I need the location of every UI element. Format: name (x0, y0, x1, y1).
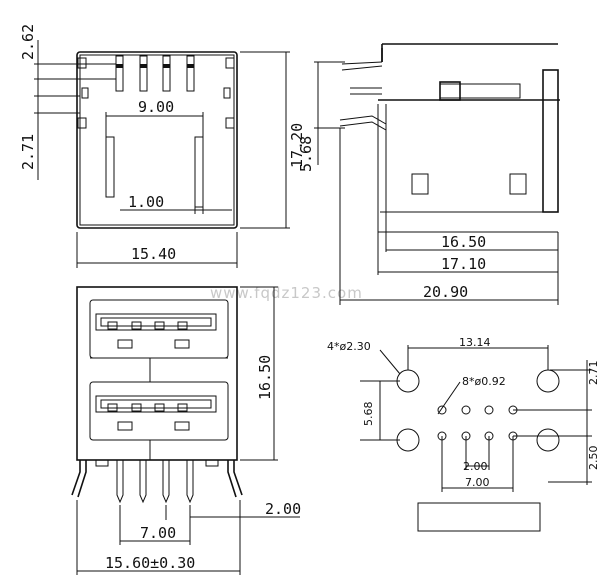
dim-side: 2.71 (19, 134, 37, 170)
mount-hole (536, 428, 560, 452)
side-view: 5.68 16.50 17.10 20.90 (297, 43, 560, 305)
dim-height: 5.68 (297, 136, 315, 172)
dim-pitch: 2.00 (463, 460, 488, 473)
dim-left: 5.68 (362, 402, 375, 427)
top-view-inner (79, 54, 235, 226)
label-small-holes: 8*ø0.92 (462, 375, 506, 388)
dim-width: 15.40 (131, 245, 176, 263)
mount-hole (396, 428, 420, 452)
label-big-holes: 4*ø2.30 (327, 340, 371, 353)
dim-inner-width: 9.00 (138, 98, 174, 116)
dim-pin-span: 7.00 (140, 524, 176, 542)
front-view-body (76, 286, 238, 461)
footprint-outline (417, 502, 541, 532)
watermark: www.fqdz123.com (210, 284, 363, 302)
top-view: 9.00 1.00 15.40 17.20 2.62 2.71 (19, 24, 306, 268)
dim-width: 13.14 (459, 336, 491, 349)
footprint: 13.14 5.68 4*ø2.30 8*ø0.92 2.71 2.50 2.0… (327, 336, 600, 532)
dim-b: 17.10 (441, 255, 486, 273)
top-view-body (76, 51, 238, 229)
dim-height: 16.50 (256, 355, 274, 400)
dim-right-top: 2.71 (587, 361, 600, 386)
dim-pin: 1.00 (128, 193, 164, 211)
mount-hole (396, 369, 420, 393)
dim-span: 7.00 (465, 476, 490, 489)
dim-width: 15.60±0.30 (105, 554, 195, 572)
side-latch (439, 83, 521, 99)
dim-top: 2.62 (19, 24, 37, 60)
dim-a: 16.50 (441, 233, 486, 251)
dim-pitch: 2.00 (265, 500, 301, 518)
dim-height: 17.20 (288, 123, 306, 168)
front-view: 16.50 2.00 7.00 15.60±0.30 (71, 286, 301, 575)
side-view-face (542, 69, 559, 213)
mount-hole (536, 369, 560, 393)
dim-right-bottom: 2.50 (587, 446, 600, 471)
dim-c: 20.90 (423, 283, 468, 301)
